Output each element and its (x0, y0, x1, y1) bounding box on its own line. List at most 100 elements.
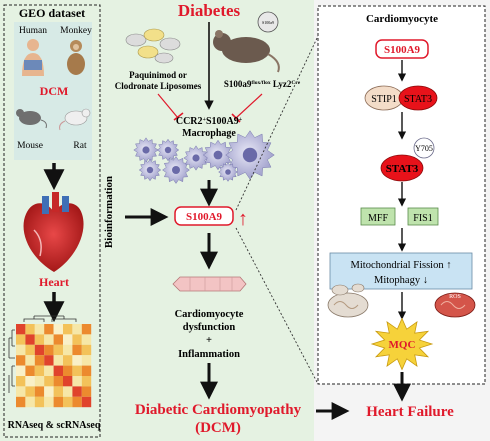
heatmap-cell (44, 365, 54, 376)
cardiomyocyte-cell-icon (172, 276, 247, 292)
mff-label: MFF (368, 213, 388, 224)
heatmap-cell (44, 386, 54, 397)
heatmap-cell (25, 355, 35, 366)
heatmap-cell (34, 324, 45, 335)
heatmap-cell (81, 386, 92, 397)
stat3-node (398, 85, 438, 111)
heatmap-cell (53, 396, 63, 408)
bioinformation-label: Bioinformation (103, 176, 115, 248)
heatmap-cell (81, 365, 92, 376)
lab-mouse-icon: S100a9 (213, 11, 280, 73)
heatmap-cell (44, 355, 54, 366)
heatmap-cell (81, 396, 92, 408)
heatmap-cell (63, 376, 73, 387)
monkey-label: Monkey (60, 26, 92, 36)
heatmap-cell (63, 396, 73, 408)
heatmap-cell (81, 324, 92, 335)
heatmap-cell (81, 344, 92, 356)
heatmap-cell (72, 365, 82, 376)
macrophage-nucleus (142, 146, 150, 154)
stip1-label: STIP1 (371, 94, 397, 105)
s100a9-box (174, 206, 234, 226)
connector-top (235, 35, 319, 211)
inflammation-label: Inflammation (178, 349, 240, 360)
macrophage-cells (133, 130, 275, 184)
macrophage-nucleus (225, 169, 231, 175)
heatmap-cell (34, 365, 45, 376)
geo-panel: GEO dataset Human Monkey DCM Mo (3, 4, 101, 438)
heatmap-cell (63, 365, 73, 376)
heatmap-cell (72, 324, 82, 335)
heatmap-cell (63, 344, 73, 356)
inhibition-drug-bar (173, 112, 184, 121)
monkey-icon (67, 40, 85, 75)
inhibition-mouse-bar (231, 113, 241, 123)
heatmap-cell (53, 344, 63, 356)
diabetes-title: Diabetes (178, 1, 241, 20)
heatmap-cell (63, 324, 73, 335)
macrophage-nucleus (146, 166, 154, 174)
heatmap-cell (72, 344, 82, 356)
heatmap-cell (16, 344, 26, 356)
mouse-icon (16, 109, 47, 129)
heatmap-cell (25, 386, 35, 397)
heatmap-cell (63, 355, 73, 366)
heatmap-cell (25, 344, 35, 356)
mff-box (360, 207, 396, 226)
heatmap-cell (34, 396, 45, 408)
dcm-title-line1: Diabetic Cardiomyopathy (135, 402, 302, 418)
heatmap-cell (34, 386, 45, 397)
rat-label: Rat (73, 141, 87, 151)
rat-icon (59, 108, 91, 131)
heatmap-cell (44, 334, 54, 345)
heatmap-cell (34, 334, 45, 345)
plus-sign: + (206, 335, 212, 346)
geo-panel-border (3, 4, 101, 438)
macrophage-nucleus (213, 150, 223, 160)
heatmap-icon (8, 315, 77, 393)
geo-title: GEO dataset (19, 6, 85, 20)
heatmap-cell (25, 324, 35, 335)
drug-label-line2: Clodronate Liposomes (115, 81, 202, 91)
heart-label: Heart (39, 275, 69, 289)
heatmap-cell (16, 324, 26, 335)
human-label: Human (19, 26, 47, 36)
heatmap-cell (25, 396, 35, 408)
fission-mitophagy-box (329, 252, 473, 290)
pstat3-label: STAT3 (386, 163, 419, 175)
macrophage-nucleus (164, 146, 172, 154)
heatmap-cell (25, 376, 35, 387)
heatmap-cell (53, 334, 63, 345)
omics-label: RNAseq & scRNAseq (8, 420, 101, 431)
heatmap-grid (16, 324, 92, 408)
macrophage-label-line2: Macrophage (182, 128, 236, 139)
damaged-mitochondria-icon: ROS (434, 292, 476, 318)
heatmap-cell (16, 386, 26, 397)
heatmap-cell (72, 376, 82, 387)
macrophage-label-line1: CCR2+S100A9+ (176, 116, 243, 127)
svg-text:S100a9: S100a9 (262, 20, 274, 25)
heatmap-cell (81, 334, 92, 345)
heatmap-cell (72, 396, 82, 408)
heart-failure-label: Heart Failure (366, 404, 454, 420)
macrophage-nucleus (172, 166, 180, 174)
pills-icon (125, 28, 181, 64)
inhibition-mouse (235, 93, 263, 119)
mouse-label: Mouse (17, 141, 43, 151)
macrophage-nucleus (242, 147, 258, 163)
mqc-burst-icon (370, 317, 434, 371)
fragmented-mitochondria-icon (327, 283, 369, 318)
fission-label: Mitochondrial Fission ↑ (351, 260, 452, 271)
y705-phospho-site (413, 137, 435, 159)
heatmap-cell (53, 355, 63, 366)
heatmap-cell (53, 386, 63, 397)
heatmap-cell (72, 386, 82, 397)
s100a9-label: S100A9 (186, 211, 223, 223)
heatmap-cell (34, 355, 45, 366)
pstat3-node (380, 154, 424, 182)
human-icon (22, 39, 44, 76)
heatmap-cell (44, 344, 54, 356)
heatmap-cell (16, 334, 26, 345)
heatmap-cell (44, 324, 54, 335)
